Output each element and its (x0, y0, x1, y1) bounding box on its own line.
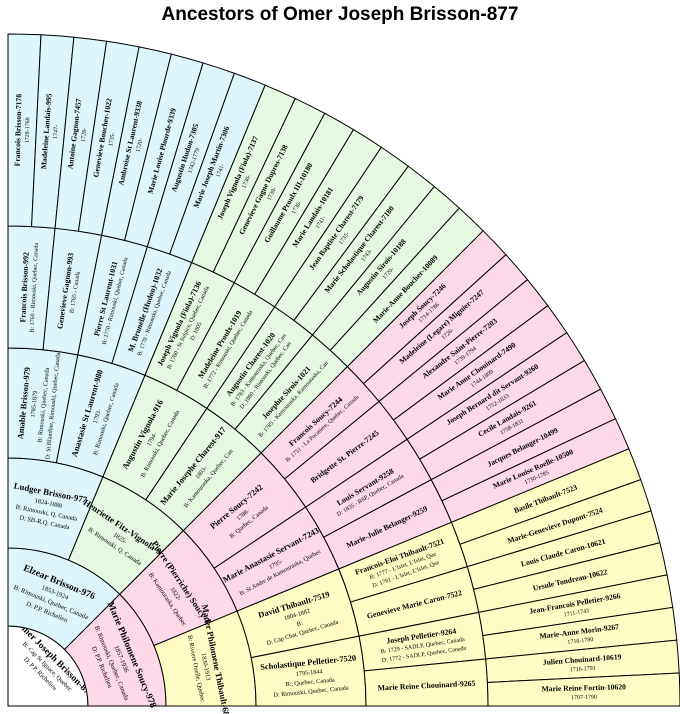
person-cell-gen5[interactable] (450, 448, 642, 545)
person-cell-gen5[interactable] (169, 72, 266, 264)
person-cell-gen5[interactable] (146, 62, 236, 255)
person-cell-gen5[interactable] (482, 606, 678, 660)
person-cell-gen5[interactable] (419, 359, 602, 481)
person-cell-gen5[interactable] (430, 388, 617, 502)
person-cell-gen5[interactable] (478, 574, 674, 637)
person-cell-gen5[interactable] (101, 46, 172, 241)
person-cell-gen5[interactable] (212, 97, 326, 284)
person-cell-gen5[interactable] (329, 207, 484, 368)
person-cell-gen5[interactable] (406, 331, 586, 460)
person-cell-gen5[interactable] (392, 304, 568, 441)
person-cell-gen5[interactable] (441, 418, 630, 523)
person-label: Francois Brisson-992B: 1760 - Rimouski, … (18, 242, 40, 333)
person-cell-gen5[interactable] (293, 165, 436, 336)
person-cell-gen5[interactable] (124, 53, 204, 248)
person-cell-gen5[interactable] (54, 36, 108, 232)
chart-title: Ancestors of Omer Joseph Brisson-877 (161, 4, 519, 25)
person-cell-gen5[interactable] (485, 639, 680, 683)
person-cell-gen5[interactable] (77, 40, 140, 236)
person-cell-gen5[interactable] (346, 230, 507, 385)
person-cell-gen5[interactable] (7, 33, 42, 228)
person-cell-gen5[interactable] (31, 34, 75, 229)
person-cell-gen5[interactable] (466, 510, 661, 590)
person-label: Francois Brisson-71781728-1768 (13, 94, 32, 167)
person-cell-gen5[interactable] (273, 146, 410, 322)
person-cell-gen5[interactable] (459, 478, 652, 568)
person-cell-gen5[interactable] (233, 112, 355, 295)
person-cell-gen5[interactable] (311, 185, 460, 352)
person-cell-gen5[interactable] (254, 128, 383, 308)
person-cell-gen5[interactable] (473, 542, 668, 613)
person-cell-gen5[interactable] (362, 254, 529, 403)
person-cell-gen5[interactable] (191, 84, 296, 273)
person-cell-gen5[interactable] (378, 278, 549, 421)
person-label: Marie Reine Fortin-106201707-1790 (541, 682, 626, 702)
